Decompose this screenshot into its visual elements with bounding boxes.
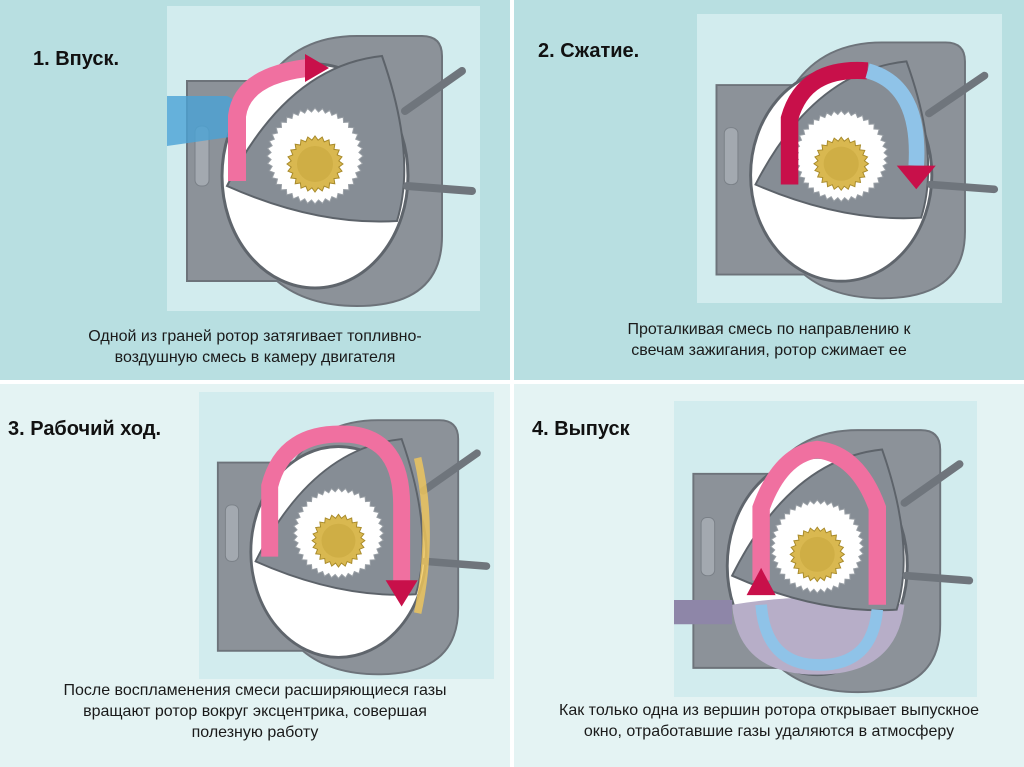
engine-diagram-compression [697, 14, 1002, 303]
caption-line: Одной из граней ротор затягивает топливн… [88, 328, 422, 345]
spark-plug-leading [419, 449, 481, 495]
spark-plug-leading [900, 460, 964, 507]
flow-arrowhead [305, 54, 329, 82]
caption-line: После воспламенения смеси расширяющиеся … [63, 682, 447, 699]
caption-line: Проталкивая смесь по направлению к [627, 321, 911, 338]
stage-caption: После воспламенения смеси расширяющиеся … [0, 680, 510, 743]
compression-arrowhead [896, 165, 936, 190]
ignition-flame [413, 457, 430, 614]
stage-caption: Одной из граней ротор затягивает топливн… [0, 326, 510, 368]
spark-plug-trailing [421, 557, 491, 570]
stage-power-panel: 3. Рабочий ход. После воспламенения смес… [0, 384, 510, 767]
eccentric-shaft [297, 146, 333, 182]
housing-slot [700, 516, 716, 577]
caption-line: вращают ротор вокруг эксцентрика, соверш… [83, 703, 427, 720]
spark-plug-leading [401, 67, 466, 115]
caption-line: полезную работу [191, 724, 319, 741]
exhaust-arrowhead [746, 567, 776, 596]
caption-line: свечам зажигания, ротор сжимает ее [631, 342, 907, 359]
spark-plug-trailing [403, 182, 476, 195]
housing-slot [224, 504, 240, 562]
stage-title: 4. Выпуск [532, 418, 630, 440]
stage-intake-panel: 1. Впуск. Одной из граней ротор затягива… [0, 0, 510, 380]
caption-line: воздушную смесь в камеру двигателя [114, 349, 396, 366]
spark-plug-trailing [926, 180, 999, 194]
stage-title: 2. Сжатие. [538, 40, 640, 62]
engine-diagram-power [199, 392, 494, 679]
eccentric-shaft [799, 536, 835, 572]
stage-exhaust-panel: 4. Выпуск Как только одна из вершин рото… [514, 384, 1024, 767]
stage-caption: Как только одна из вершин ротора открыва… [514, 700, 1024, 742]
engine-diagram-exhaust [674, 401, 977, 697]
engine-diagram-intake [167, 6, 480, 311]
compression-arrow-out [865, 63, 925, 167]
power-arrow [261, 425, 411, 585]
caption-line: окно, отработавшие газы удаляются в атмо… [583, 723, 955, 740]
stage-caption: Проталкивая смесь по направлению к свеча… [514, 319, 1024, 361]
exhaust-arrow [752, 440, 887, 605]
stage-title: 1. Впуск. [33, 48, 120, 70]
exhaust-return-arrow [755, 604, 884, 671]
eccentric-shaft [321, 523, 356, 558]
caption-line: Как только одна из вершин ротора открыва… [559, 702, 979, 719]
stage-compression-panel: 2. Сжатие. Проталкивая смесь по направле… [514, 0, 1024, 380]
exhaust-port [674, 599, 733, 625]
intake-port [167, 96, 239, 146]
spark-plug-leading [925, 71, 989, 118]
eccentric-shaft [823, 146, 859, 181]
housing-slot [723, 127, 739, 186]
compression-arrow-in [780, 61, 869, 185]
stage-title: 3. Рабочий ход. [8, 418, 162, 440]
flow-arrow [228, 59, 309, 181]
power-arrowhead [385, 580, 418, 607]
spark-plug-trailing [902, 571, 974, 585]
